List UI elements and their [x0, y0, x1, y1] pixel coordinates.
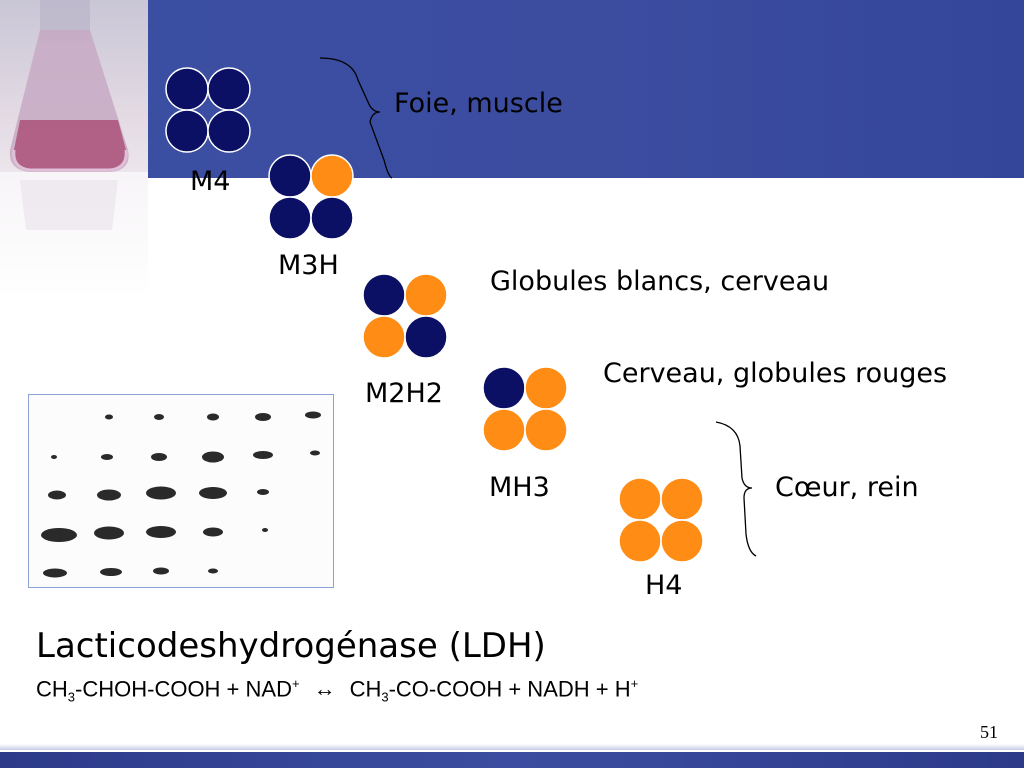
flask-image [0, 0, 148, 300]
reaction-left-ch: CH [36, 676, 68, 702]
isoenzyme-label-h4: H4 [645, 570, 683, 601]
electrophoresis-gel-image [28, 394, 334, 588]
isoenzyme-label-m4: M4 [190, 166, 231, 197]
subunit-m-m4-0 [165, 67, 209, 111]
reaction-left-sup: + [291, 676, 300, 691]
footer-band [0, 752, 1024, 768]
tissue-foie-muscle: Foie, muscle [394, 88, 563, 119]
reaction-arrow: ↔ [313, 676, 336, 702]
isoenzyme-label-m2h2: M2H2 [365, 378, 443, 409]
isoenzyme-label-m3h: M3H [278, 250, 339, 281]
reaction-right-sup: + [630, 676, 639, 691]
tissue-cerveau-globules-rouges: Cerveau, globules rouges [603, 358, 948, 389]
page-number: 51 [980, 722, 998, 742]
subunit-h-h4-1 [660, 477, 704, 521]
subunit-m-m2h2-0 [362, 273, 406, 317]
subunit-h-m3h-1 [310, 154, 354, 198]
reaction-right-sub: 3 [381, 689, 389, 705]
subunit-h-mh3-1 [524, 366, 568, 410]
subunit-h-m2h2-2 [362, 315, 406, 359]
footer-line [0, 744, 1024, 750]
subunit-m-m2h2-3 [404, 315, 448, 359]
subunit-h-h4-2 [618, 519, 662, 563]
subunit-m-m4-1 [207, 67, 251, 111]
reaction-left-sub: 3 [67, 689, 76, 705]
reaction-equation: CH3-CHOH-COOH + NAD+↔CH3-CO-COOH + NADH … [36, 676, 638, 705]
subunit-m-m3h-0 [268, 154, 312, 198]
subunit-h-h4-3 [660, 519, 704, 563]
subunit-h-m2h2-1 [404, 273, 448, 317]
subunit-h-mh3-3 [524, 408, 568, 452]
brace-coeur-rein [715, 421, 757, 557]
subunit-h-h4-0 [618, 477, 662, 521]
gel-spots-icon [41, 411, 321, 578]
reaction-left-rest: -CHOH-COOH + NAD [75, 676, 292, 702]
subunit-m-m4-2 [165, 109, 209, 153]
subunit-m-mh3-0 [482, 366, 526, 410]
page-title: Lacticodeshydrogénase (LDH) [36, 626, 546, 666]
subunit-h-mh3-2 [482, 408, 526, 452]
tissue-coeur-rein: Cœur, rein [775, 472, 919, 503]
tissue-globules-blancs-cerveau: Globules blancs, cerveau [490, 266, 830, 297]
isoenzyme-label-mh3: MH3 [489, 472, 550, 503]
brace-foie-muscle [319, 57, 393, 179]
reaction-right-ch: CH [349, 676, 382, 702]
subunit-m-m3h-2 [268, 196, 312, 240]
flask-icon [0, 0, 148, 300]
reaction-right-rest: -CO-COOH + NADH + H [388, 676, 631, 702]
subunit-m-m3h-3 [310, 196, 354, 240]
subunit-m-m4-3 [207, 109, 251, 153]
